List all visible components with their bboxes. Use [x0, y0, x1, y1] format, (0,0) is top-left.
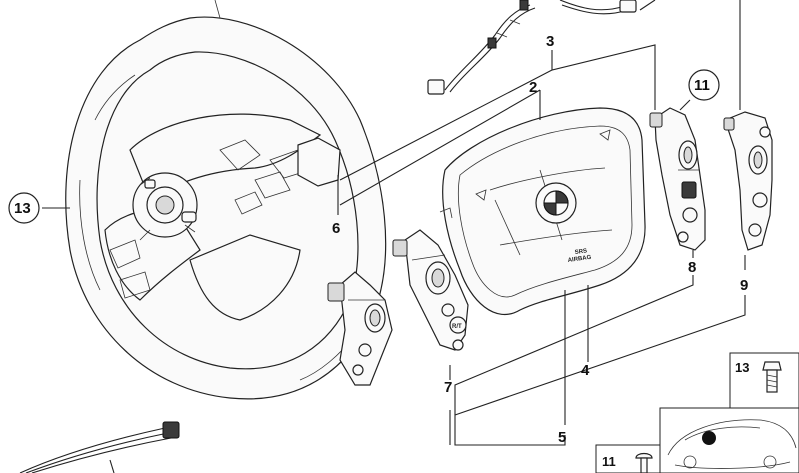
- callout-13-inset: 13: [735, 360, 749, 375]
- callout-7: 7: [444, 379, 452, 396]
- callout-2: 2: [529, 79, 537, 96]
- inset-bolt-13: 13: [729, 352, 799, 409]
- rt-button-label: R/T: [452, 324, 462, 330]
- multifunction-switch-left-upper: R/T: [392, 229, 469, 351]
- multifunction-switch-right-8: [649, 107, 706, 251]
- inset-car: [659, 407, 799, 473]
- inset-screw-11: 11: [595, 444, 661, 473]
- callout-11-top: 11: [694, 77, 710, 94]
- airbag-module: SRS AIRBAG: [439, 107, 646, 316]
- multifunction-switch-left-lower: [327, 271, 393, 386]
- steering-wheel: [65, 0, 387, 400]
- callout-6: 6: [332, 220, 340, 237]
- callout-8: 8: [688, 259, 696, 276]
- callout-4: 4: [581, 362, 590, 379]
- callout-11-inset: 11: [602, 454, 616, 469]
- callout-5: 5: [558, 429, 566, 446]
- wiring-harness-bottom: [19, 421, 180, 473]
- airbag-label-line2: AIRBAG: [567, 255, 592, 264]
- callout-3: 3: [546, 33, 554, 50]
- callout-13-left-badge: 13: [8, 192, 40, 224]
- callout-11-top-badge: 11: [688, 69, 720, 101]
- leader-lines: [42, 0, 746, 446]
- wiring-harness-top: [427, 0, 637, 95]
- car-location-marker: [702, 431, 716, 445]
- callout-9: 9: [740, 277, 748, 294]
- multifunction-switch-right-9: [723, 111, 773, 251]
- callout-13-left: 13: [14, 200, 31, 217]
- airbag-label-line1: SRS: [574, 248, 587, 256]
